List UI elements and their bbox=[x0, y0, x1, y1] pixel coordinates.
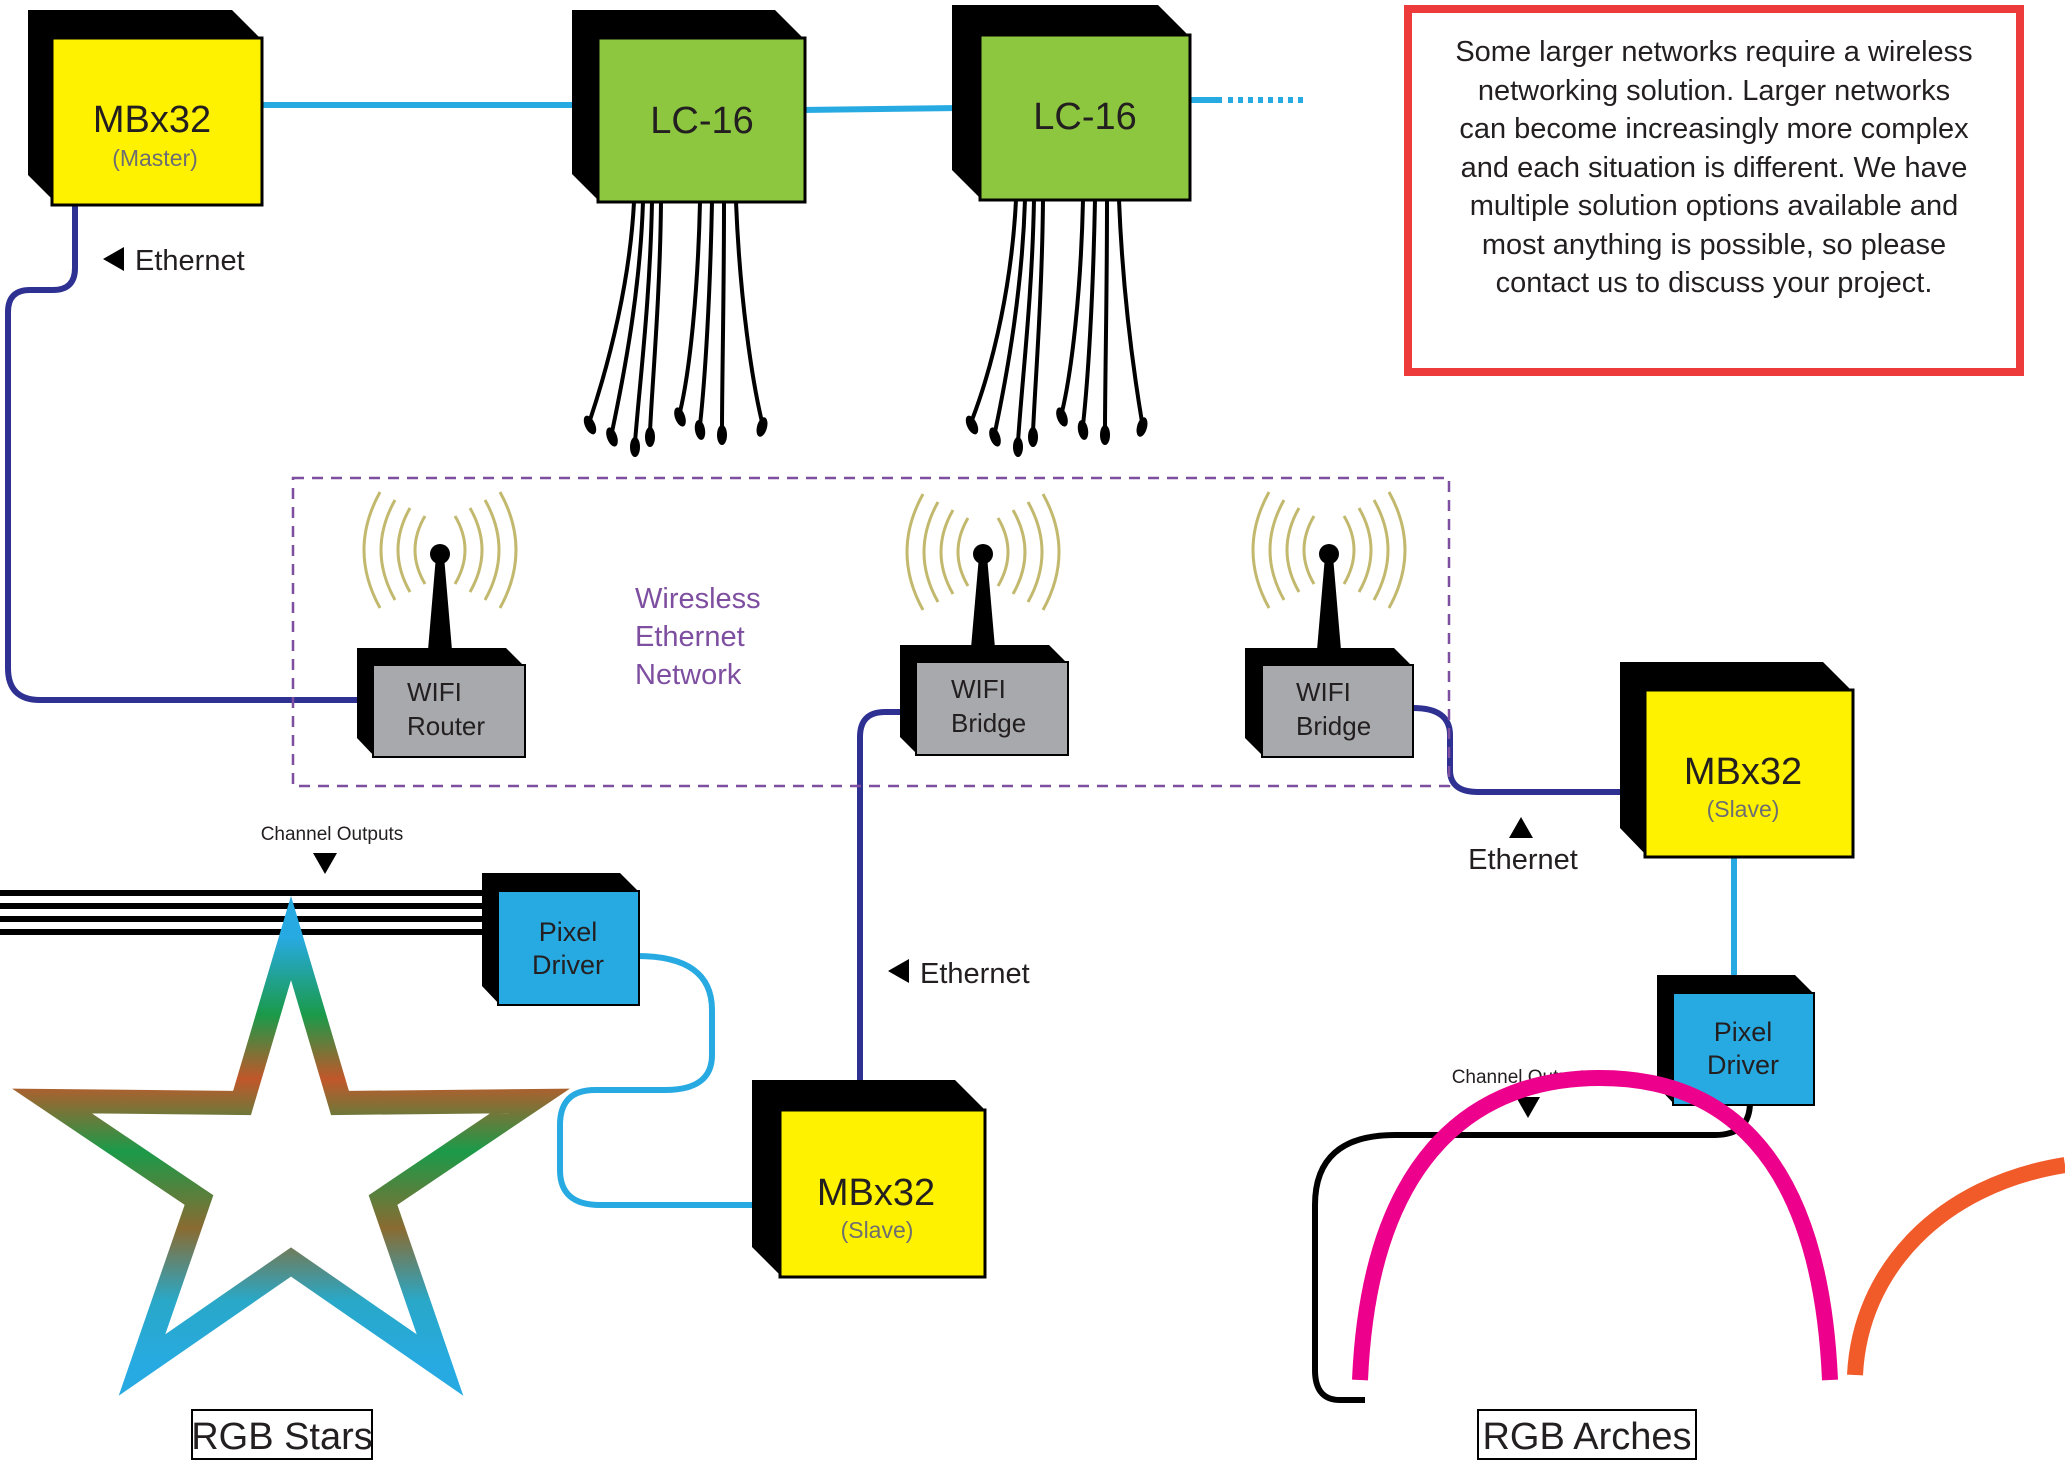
wireless-network-label-line3: Network bbox=[635, 659, 742, 691]
lc16-b-name: LC-16 bbox=[1033, 96, 1137, 138]
ethernet-cable-bridge-slave-center bbox=[857, 709, 907, 1095]
ethernet-cable-bridge-slave-right bbox=[1412, 705, 1628, 795]
channel-output-lines-left bbox=[0, 890, 490, 935]
lc16-a-wire-tips bbox=[583, 407, 768, 457]
rgb-star-icon bbox=[12, 895, 570, 1396]
data-cable-pixel-slave-center bbox=[557, 953, 760, 1208]
pixel-driver-right-line1: Pixel bbox=[1714, 1017, 1773, 1047]
arrow-down-icon bbox=[313, 853, 337, 874]
ethernet-cable-master-router bbox=[5, 205, 362, 703]
wifi-bridge-2-waves-icon bbox=[1251, 491, 1407, 609]
mbx32-slave-center-name: MBx32 bbox=[817, 1172, 935, 1214]
pixel-driver-left: Pixel Driver bbox=[482, 873, 640, 1006]
svg-text:Channel Outputs: Channel Outputs bbox=[261, 824, 404, 845]
pixel-driver-right-line2: Driver bbox=[1707, 1050, 1779, 1080]
mbx32-master-role: (Master) bbox=[112, 145, 198, 171]
wireless-network-label-line2: Ethernet bbox=[635, 621, 745, 653]
arrow-left-icon bbox=[888, 959, 909, 983]
arrow-down-icon bbox=[1516, 1097, 1540, 1118]
ethernet-label-center: Ethernet bbox=[888, 958, 1030, 990]
rgb-arch-orange bbox=[1847, 1157, 2065, 1376]
mbx32-master-name: MBx32 bbox=[93, 99, 211, 141]
ethernet-label-top: Ethernet bbox=[103, 245, 245, 277]
svg-text:Ethernet: Ethernet bbox=[920, 958, 1030, 990]
lc16-b-wires bbox=[970, 199, 1144, 443]
mbx32-slave-right-role: (Slave) bbox=[1707, 796, 1780, 822]
mbx32-slave-center: MBx32 (Slave) bbox=[752, 1080, 987, 1279]
wireless-network-label-line1: Wiresless bbox=[635, 583, 761, 615]
data-cable-lc16-lc16 bbox=[799, 105, 961, 113]
wifi-router-line2: Router bbox=[407, 711, 485, 741]
wifi-router-line1: WIFI bbox=[407, 677, 462, 707]
mbx32-slave-right-name: MBx32 bbox=[1684, 751, 1802, 793]
wifi-bridge-1-line1: WIFI bbox=[951, 674, 1006, 704]
lc16-a-wires bbox=[588, 201, 764, 443]
wifi-router-waves-icon bbox=[362, 491, 518, 609]
lc16-a-name: LC-16 bbox=[650, 100, 754, 142]
info-note-box: Some larger networks require a wireless … bbox=[1404, 5, 2024, 376]
lc16-b-wire-tips bbox=[965, 407, 1148, 457]
ethernet-label-right: Ethernet bbox=[1468, 817, 1578, 876]
mbx32-master: MBx32 (Master) bbox=[28, 10, 264, 207]
wifi-bridge-1-waves-icon bbox=[905, 493, 1061, 611]
rgb-arch-magenta bbox=[1352, 1069, 1838, 1381]
cables bbox=[0, 97, 1753, 1403]
wifi-bridge-2-line2: Bridge bbox=[1296, 711, 1371, 741]
info-note-text: Some larger networks require a wireless … bbox=[1455, 36, 1973, 300]
pixel-driver-right: Pixel Driver bbox=[1657, 975, 1815, 1106]
svg-text:Ethernet: Ethernet bbox=[135, 245, 245, 277]
pixel-driver-left-line1: Pixel bbox=[539, 917, 598, 947]
rgb-stars-caption: RGB Stars bbox=[191, 1409, 373, 1460]
svg-text:RGB Stars: RGB Stars bbox=[191, 1416, 373, 1458]
arrow-up-icon bbox=[1509, 817, 1533, 838]
wireless-network-zone bbox=[291, 476, 1451, 788]
channel-outputs-label-left: Channel Outputs bbox=[261, 824, 404, 874]
mbx32-slave-right: MBx32 (Slave) bbox=[1620, 662, 1855, 859]
pixel-driver-left-line2: Driver bbox=[532, 950, 604, 980]
lc16-b: LC-16 bbox=[952, 5, 1192, 457]
wifi-router: WIFI Router bbox=[357, 491, 526, 758]
svg-text:RGB Arches: RGB Arches bbox=[1482, 1416, 1691, 1458]
wifi-bridge-2: WIFI Bridge bbox=[1245, 491, 1414, 758]
arrow-left-icon bbox=[103, 247, 124, 271]
wifi-bridge-1-line2: Bridge bbox=[951, 708, 1026, 738]
svg-text:Ethernet: Ethernet bbox=[1468, 844, 1578, 876]
rgb-arches-caption: RGB Arches bbox=[1477, 1409, 1697, 1460]
lc16-a: LC-16 bbox=[572, 10, 807, 457]
wifi-bridge-1: WIFI Bridge bbox=[900, 493, 1069, 756]
mbx32-slave-center-role: (Slave) bbox=[841, 1217, 914, 1243]
wifi-bridge-2-line1: WIFI bbox=[1296, 677, 1351, 707]
